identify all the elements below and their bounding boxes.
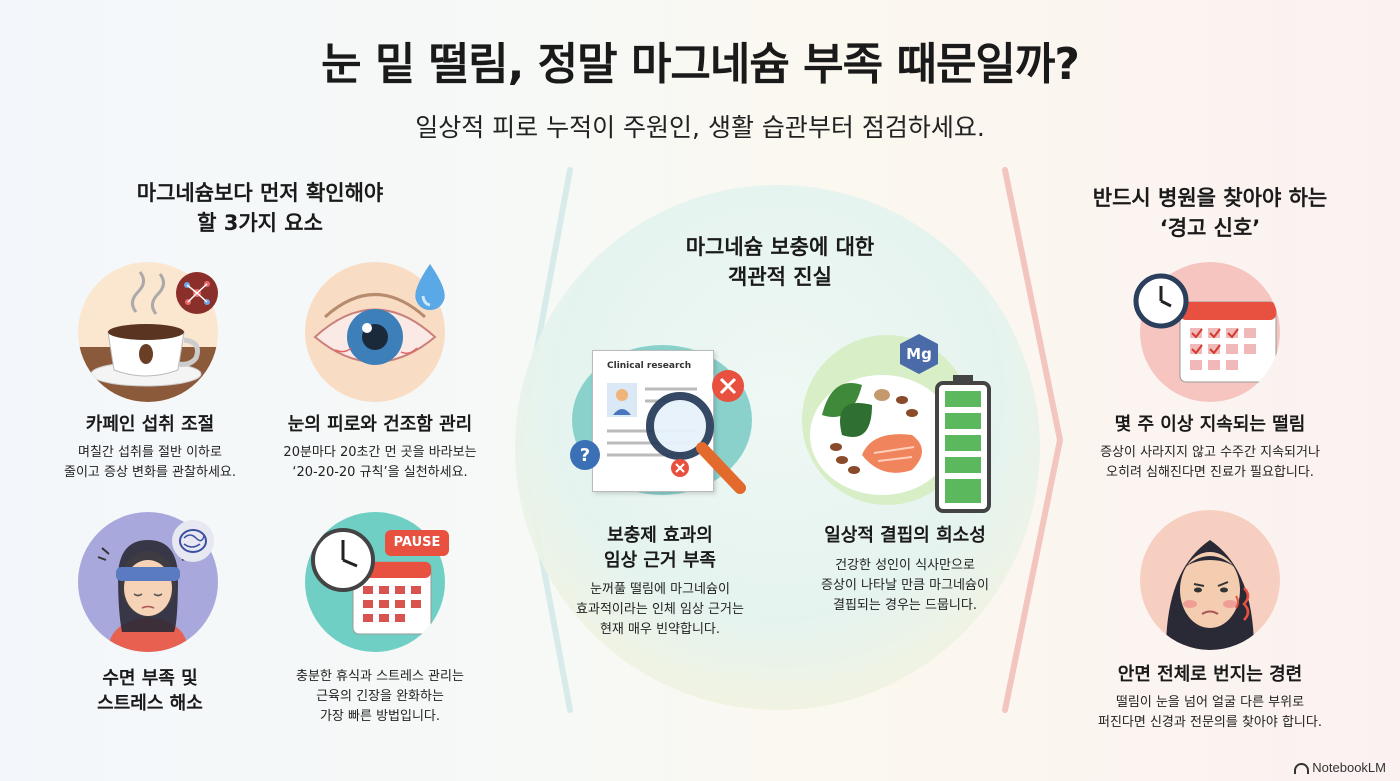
middle-heading-line1: 마그네슘 보충에 대한 (685, 235, 875, 259)
sleep-stress-illustration (78, 512, 218, 652)
woman-face-icon (1166, 540, 1254, 650)
clock-icon (1133, 273, 1189, 329)
item-caffeine-desc: 며칠간 섭취를 절반 이하로 줄이고 증상 변화를 관찰하세요. (63, 445, 236, 480)
item-rarity-title: 일상적 결핍의 희소성 (824, 525, 986, 546)
coffee-illustration (78, 262, 218, 402)
svg-text:?: ? (580, 445, 590, 466)
left-heading-line2: 할 3가지 요소 (197, 211, 323, 235)
pause-badge: PAUSE (385, 530, 449, 556)
item-sleep-title: 수면 부족 및 스트레스 해소 (97, 668, 203, 714)
footer-brand-text: NotebookLM (1312, 760, 1386, 775)
left-section-heading: 마그네슘보다 먼저 확인해야 할 3가지 요소 (60, 178, 460, 238)
middle-section-heading: 마그네슘 보충에 대한 객관적 진실 (580, 232, 980, 292)
calendar-clock-icon (311, 528, 432, 635)
page-title: 눈 밑 떨림, 정말 마그네슘 부족 때문일까? (321, 39, 1080, 90)
left-heading-line1: 마그네슘보다 먼저 확인해야 (136, 181, 384, 205)
page-subtitle: 일상적 피로 누적이 주원인, 생활 습관부터 점검하세요. (415, 113, 985, 142)
item-persistent-title: 몇 주 이상 지속되는 떨림 (1114, 414, 1306, 435)
question-mark-icon: ? (570, 440, 600, 470)
calendar-icon (1179, 301, 1277, 383)
item-eye-title: 눈의 피로와 건조함 관리 (287, 414, 473, 435)
item-rarity-desc: 건강한 성인이 식사만으로 증상이 나타날 만큼 마그네슘이 결핍되는 경우는 … (821, 558, 989, 613)
divider-chevron-right (1002, 167, 1064, 713)
item-spasm-title: 안면 전체로 번지는 경련 (1117, 664, 1303, 685)
footer-brand: NotebookLM (1294, 760, 1386, 775)
item-eye-desc: 20분마다 20초간 먼 곳을 바라보는 ‘20-20-20 규칙’을 실천하세… (283, 445, 477, 480)
middle-heading-line2: 객관적 진실 (728, 265, 832, 289)
item-evidence-title: 보충제 효과의 임상 근거 부족 (604, 525, 716, 571)
item-spasm-desc: 떨림이 눈을 넘어 얼굴 다른 부위로 퍼진다면 신경과 전문의를 찾아야 합니… (1098, 695, 1322, 730)
notebooklm-logo-icon (1294, 763, 1310, 775)
eye-icon (313, 293, 437, 365)
item-evidence-desc: 눈꺼풀 떨림에 마그네슘이 효과적이라는 인체 임상 근거는 현재 매우 빈약합… (576, 582, 744, 637)
right-heading-line1: 반드시 병원을 찾아야 하는 (1092, 186, 1328, 210)
item-caffeine-title: 카페인 섭취 조절 (85, 414, 215, 435)
healthy-food-icon (810, 375, 954, 495)
tired-person-icon (97, 540, 191, 652)
face-spasm-illustration (1140, 510, 1280, 650)
food-illustration (802, 335, 972, 505)
cross-mark-icon (712, 370, 744, 402)
magnifying-glass-icon (646, 392, 746, 494)
right-heading-line2: ‘경고 신호’ (1159, 216, 1261, 240)
right-section-heading: 반드시 병원을 찾아야 하는 ‘경고 신호’ (1040, 183, 1380, 243)
battery-full-icon (935, 375, 991, 513)
item-persistent-desc: 증상이 사라지지 않고 수주간 지속되거나 오히려 심해진다면 진료가 필요합니… (1100, 445, 1320, 480)
item-rest-desc: 충분한 휴식과 스트레스 관리는 근육의 긴장을 완화하는 가장 빠른 방법입니… (296, 669, 464, 724)
brain-icon (172, 520, 214, 562)
water-drop-icon (415, 264, 445, 310)
caffeine-molecule-icon (176, 272, 218, 314)
research-document-label: Clinical research (607, 361, 692, 371)
